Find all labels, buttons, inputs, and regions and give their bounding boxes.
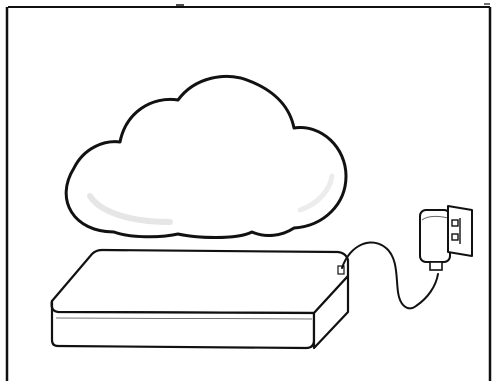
power-cable-icon — [341, 241, 439, 310]
cloud-icon — [64, 74, 348, 239]
power-adapter-icon — [419, 209, 451, 271]
hub-device-icon — [50, 248, 350, 350]
wall-outlet-icon — [447, 205, 473, 257]
frame-border — [5, 3, 492, 381]
